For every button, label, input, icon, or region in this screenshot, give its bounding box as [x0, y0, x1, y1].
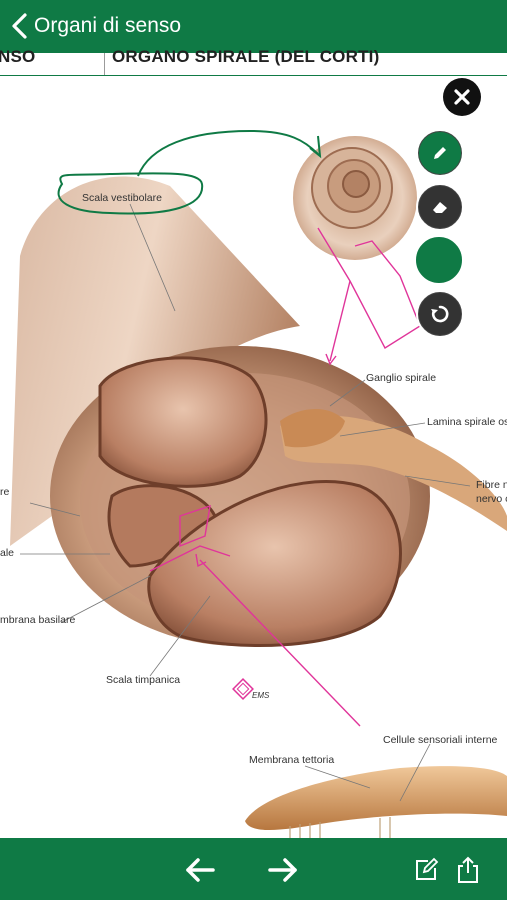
page-title: Organi di senso	[34, 14, 182, 37]
label-cellule-sensoriali: Cellule sensoriali interne	[383, 734, 498, 746]
label-fragment-re: re	[0, 486, 10, 498]
chevron-left-icon	[12, 13, 27, 39]
previous-button[interactable]	[180, 850, 220, 890]
close-annotation-button[interactable]	[443, 78, 481, 116]
top-bar: Organi di senso	[0, 0, 507, 53]
eraser-icon	[433, 202, 447, 213]
edit-note-button[interactable]	[406, 850, 446, 890]
pencil-tool-button[interactable]	[416, 129, 464, 177]
label-membrana-basilare: mbrana basilare	[0, 614, 76, 626]
arrow-right-icon	[268, 858, 297, 882]
label-scala-vestibolare: Scala vestibolare	[82, 192, 162, 204]
section-header-cell-2: ORGANO SPIRALE (DEL CORTI)	[112, 47, 380, 66]
ems-logo-text: EMS	[252, 691, 270, 700]
label-fragment-ale: ale	[0, 547, 15, 559]
label-lamina-spirale: Lamina spirale os	[427, 416, 507, 428]
eraser-tool-button[interactable]	[416, 183, 464, 231]
color-picker-button[interactable]	[416, 237, 462, 283]
label-scala-timpanica: Scala timpanica	[106, 674, 181, 686]
share-button[interactable]	[448, 850, 488, 890]
column-divider	[104, 53, 105, 75]
undo-tool-button[interactable]	[416, 290, 464, 338]
label-fibre-line2: nervo c	[476, 493, 507, 505]
label-membrana-tettoria: Membrana tettoria	[249, 754, 335, 766]
label-ganglio-spirale: Ganglio spirale	[366, 372, 437, 384]
arrow-left-icon	[186, 858, 215, 882]
section-header-cell-1: NSO	[0, 47, 36, 66]
share-icon	[458, 856, 478, 883]
bottom-toolbar	[0, 838, 507, 900]
edit-note-icon	[416, 857, 439, 880]
pencil-icon	[434, 147, 446, 159]
anatomy-illustration	[10, 129, 507, 838]
next-button[interactable]	[263, 850, 303, 890]
undo-icon	[431, 305, 449, 323]
label-fibre-line1: Fibre n	[476, 479, 507, 491]
close-icon	[454, 89, 470, 105]
ems-logo	[232, 678, 254, 700]
section-header-row: NSO ORGANO SPIRALE (DEL CORTI)	[0, 47, 507, 76]
back-button[interactable]: Organi di senso	[10, 10, 181, 42]
